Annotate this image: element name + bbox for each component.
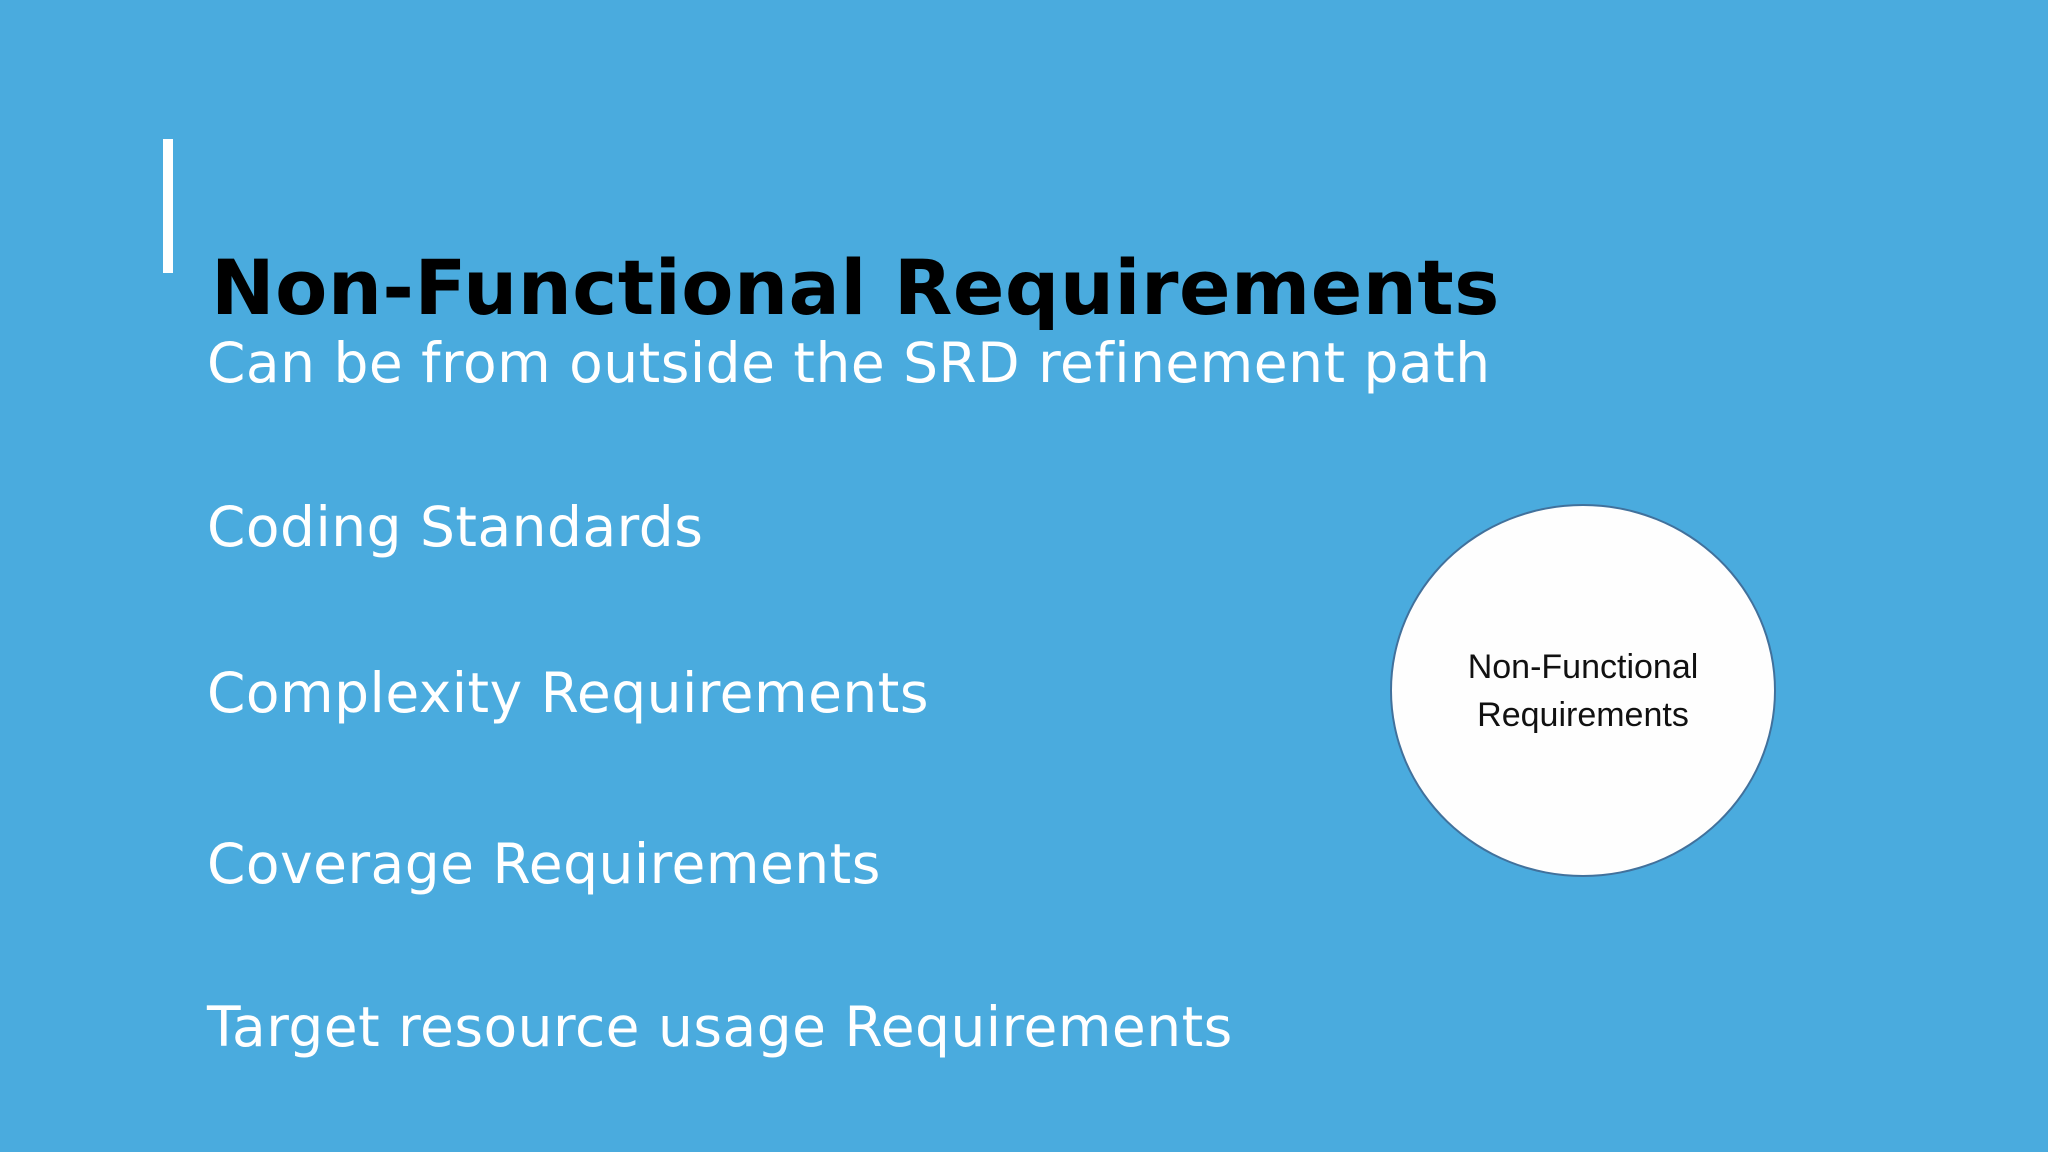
nfr-circle-shape: Non-Functional Requirements bbox=[1390, 504, 1776, 877]
bullet-line-2: Coding Standards bbox=[207, 495, 704, 559]
circle-label-line1: Non-Functional bbox=[1467, 647, 1699, 686]
bullet-line-1: Can be from outside the SRD refinement p… bbox=[207, 331, 1491, 395]
bullet-line-5: Target resource usage Requirements bbox=[207, 995, 1233, 1059]
bullet-line-4: Coverage Requirements bbox=[207, 832, 881, 896]
circle-label-line2: Requirements bbox=[1477, 695, 1689, 734]
title-accent-bar bbox=[163, 139, 173, 273]
slide-title: Non-Functional Requirements bbox=[211, 242, 1500, 332]
bullet-line-3: Complexity Requirements bbox=[207, 661, 929, 725]
